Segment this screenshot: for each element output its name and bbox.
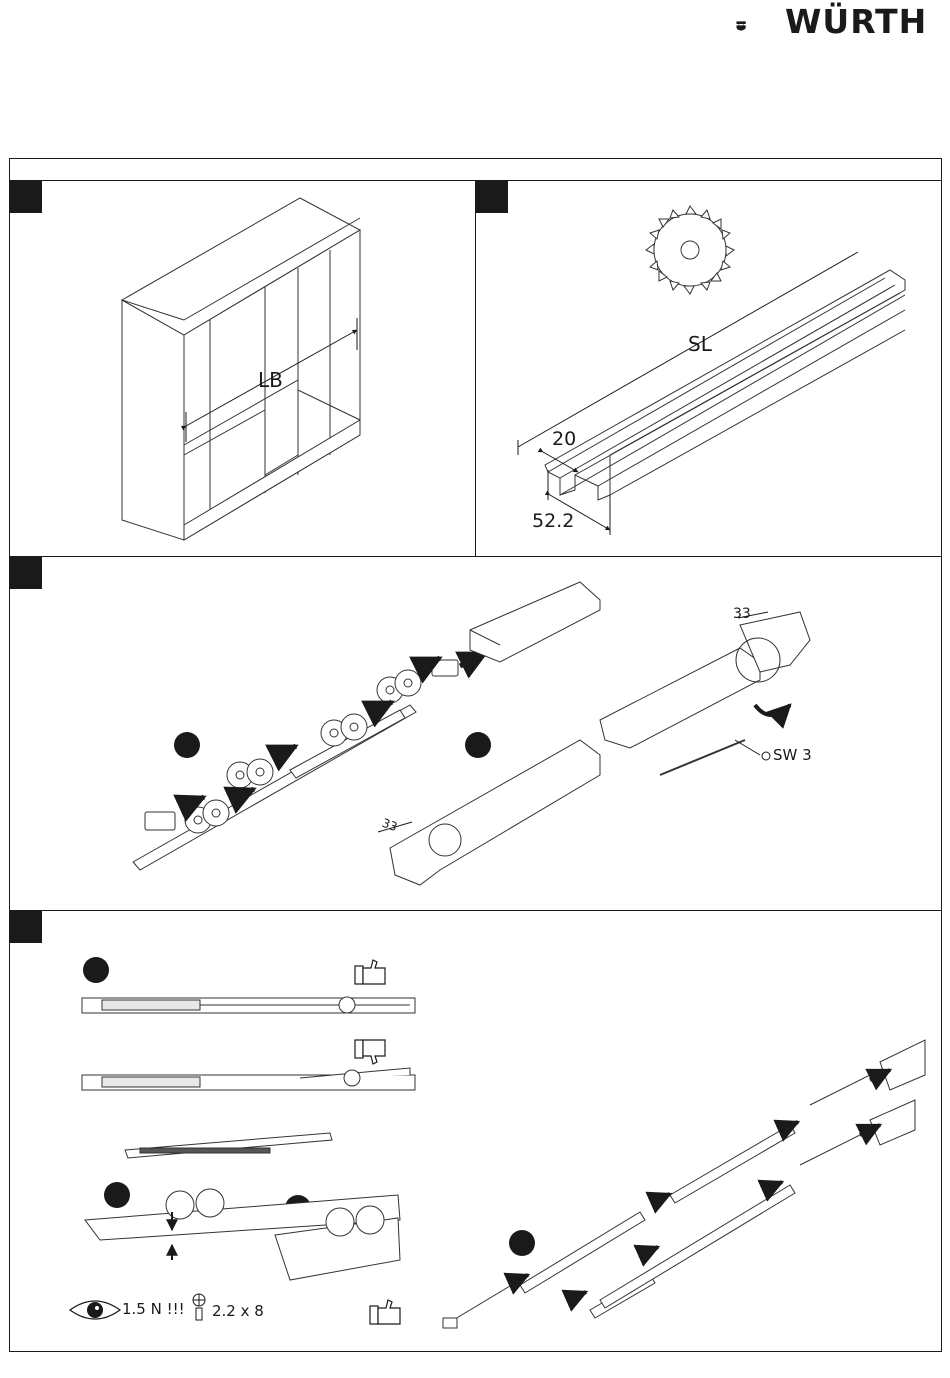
wrench-leader [735, 740, 760, 755]
cabinet-drawing [122, 198, 360, 540]
sub-step-dot-f [509, 1230, 535, 1256]
sub-step-dot-b [465, 732, 491, 758]
rail-end-drawing [390, 582, 810, 885]
sub-step-dot-d [104, 1182, 130, 1208]
eye-icon [70, 1301, 120, 1319]
rail-assembly-drawing [443, 1040, 925, 1328]
track-rail-drawing [545, 270, 905, 500]
saw-blade-icon [646, 206, 734, 294]
wrench-size-label: SW 3 [773, 746, 812, 764]
sl-label: SL [688, 332, 712, 356]
thumbs-up-icon-2 [370, 1300, 400, 1324]
dim-33-marks [378, 612, 768, 832]
sub-step-dot-a [174, 732, 200, 758]
screw-icon [193, 1294, 205, 1320]
thumbs-down-icon [355, 1040, 385, 1064]
rotate-arrow-icon [755, 705, 790, 715]
width-20-label: 20 [552, 428, 576, 450]
sub-step-dot-c [83, 957, 109, 983]
thumbs-up-icon [355, 960, 385, 984]
depth-52-label: 52.2 [532, 510, 574, 532]
lb-label: LB [258, 368, 283, 392]
hex-key-icon [762, 752, 770, 760]
force-label: 1.5 N !!! [122, 1300, 185, 1318]
screw-size-label: 2.2 x 8 [212, 1302, 264, 1320]
offset-33-label-right: 33 [733, 606, 751, 622]
